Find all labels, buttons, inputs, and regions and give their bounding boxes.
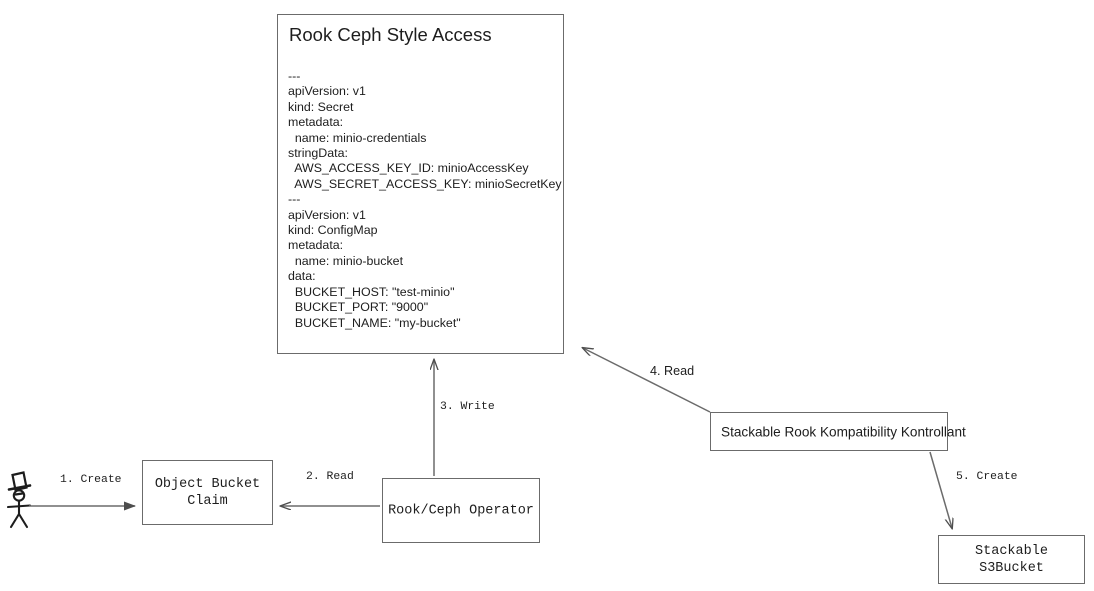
edge-label-4-read: 4. Read: [650, 364, 695, 378]
node-srkk-label: Stackable Rook Kompatibility Kontrollant: [721, 424, 966, 439]
rook-ceph-style-access-card: Rook Ceph Style Access --- apiVersion: v…: [277, 14, 564, 354]
node-stackable-rook-kompatibility-kontrollant[interactable]: Stackable Rook Kompatibility Kontrollant: [710, 412, 966, 451]
node-rook-ceph-operator-label: Rook/Ceph Operator: [388, 503, 534, 518]
node-stackable-s3bucket[interactable]: Stackable S3Bucket: [938, 535, 1085, 584]
node-object-bucket-claim-label: Object Bucket Claim: [154, 476, 261, 509]
actor-stick-figure: [6, 471, 32, 529]
yaml-card-title: Rook Ceph Style Access: [289, 24, 492, 45]
node-rook-ceph-operator[interactable]: Rook/Ceph Operator: [382, 478, 540, 543]
edge-label-2-read: 2. Read: [306, 471, 354, 483]
edge-label-1-create: 1. Create: [60, 474, 122, 486]
node-stackable-s3bucket-label: Stackable S3Bucket: [975, 543, 1048, 576]
edge-label-5-create: 5. Create: [956, 471, 1018, 483]
edge-label-3-write: 3. Write: [440, 401, 495, 413]
node-object-bucket-claim[interactable]: Object Bucket Claim: [142, 460, 273, 525]
edge-5-create-arrow: [929, 451, 952, 528]
edge-4-read-arrow: [583, 348, 711, 413]
yaml-card-body: --- apiVersion: v1 kind: Secret metadata…: [288, 69, 562, 330]
